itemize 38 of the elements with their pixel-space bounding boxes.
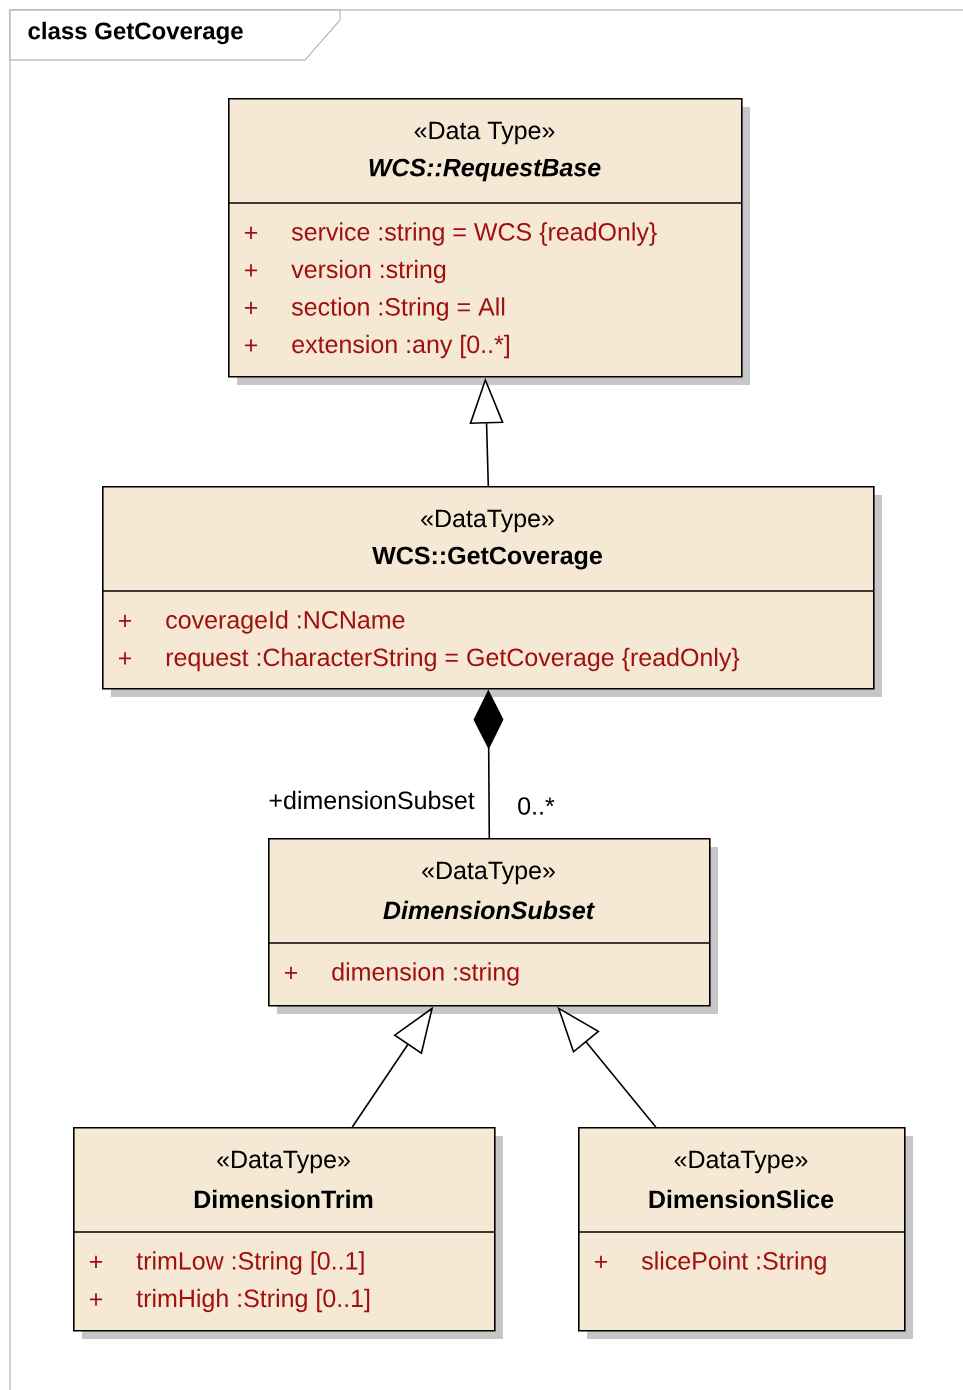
class-box — [577, 1127, 913, 1339]
class-box — [267, 838, 718, 1014]
visibility-marker: + — [89, 1293, 103, 1306]
attribute: extension :any [0..*] — [292, 334, 509, 359]
stereotype: «DataType» — [422, 861, 555, 885]
stereotype: «Data Type» — [414, 121, 555, 145]
visibility-marker: + — [284, 966, 298, 980]
stereotype: «DataType» — [217, 1150, 350, 1174]
visibility-marker: + — [118, 652, 132, 665]
attribute: trimHigh :String [0..1] — [136, 1288, 370, 1313]
class-box — [227, 98, 750, 385]
class-box — [101, 486, 882, 697]
class-name: DimensionTrim — [194, 1189, 373, 1209]
attribute: coverageId :NCName — [166, 610, 405, 634]
class-name: DimensionSubset — [383, 900, 595, 920]
attribute: request :CharacterString = GetCoverage {readOnly} — [166, 647, 740, 672]
attribute: section :String = All — [291, 297, 505, 321]
visibility-marker: + — [594, 1255, 608, 1269]
class-name: DimensionSlice — [649, 1189, 834, 1209]
attribute: version :string — [291, 259, 446, 284]
visibility-marker: + — [244, 226, 258, 240]
attribute: trimLow :String [0..1] — [136, 1251, 364, 1275]
visibility-marker: + — [118, 614, 132, 628]
class-name: WCS::GetCoverage — [372, 546, 602, 570]
stereotype: «DataType» — [421, 509, 554, 533]
attribute: slicePoint :String — [641, 1251, 826, 1275]
visibility-marker: + — [244, 339, 258, 352]
attribute: service :string = WCS {readOnly} — [291, 222, 657, 246]
visibility-marker: + — [244, 264, 258, 277]
attribute: dimension :string — [332, 962, 519, 986]
multiplicity-label: 0..* — [518, 797, 555, 815]
stereotype: «DataType» — [674, 1150, 808, 1174]
class-name: WCS::RequestBase — [369, 158, 601, 182]
visibility-marker: + — [89, 1255, 103, 1269]
class-box — [72, 1127, 503, 1339]
title-tab: class GetCoverage — [9, 9, 341, 61]
role-label: +dimensionSubset — [269, 790, 475, 810]
visibility-marker: + — [244, 301, 258, 315]
